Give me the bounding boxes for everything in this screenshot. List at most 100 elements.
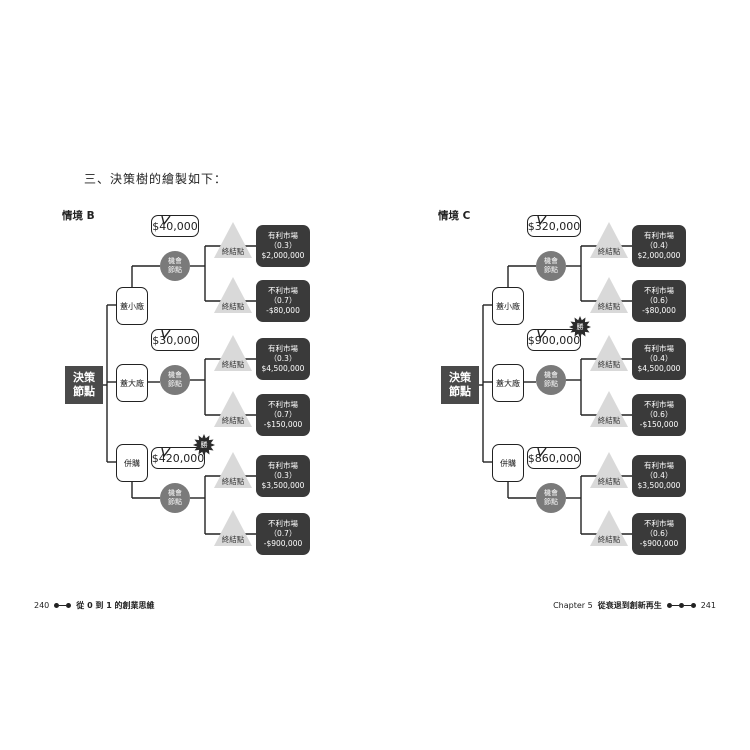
chance-node-label: 機會節點 bbox=[544, 370, 558, 388]
decision-node-label: 決策節點 bbox=[73, 371, 95, 398]
win-burst-icon: 勝 bbox=[193, 434, 215, 456]
triangle-icon bbox=[590, 391, 628, 427]
triangle-icon bbox=[214, 452, 252, 488]
chance-node: 機會節點 bbox=[536, 483, 566, 513]
market-label: 有利市場 bbox=[644, 230, 674, 240]
page-number-right: 241 bbox=[700, 601, 716, 610]
payoff: -$80,000 bbox=[266, 306, 300, 316]
chapter-label: Chapter 5 bbox=[553, 601, 593, 610]
terminal-node: 終結點 bbox=[213, 451, 253, 489]
dots-icon bbox=[54, 603, 72, 608]
terminal-label: 終結點 bbox=[221, 416, 245, 425]
expected-value: $320,000 bbox=[527, 219, 581, 233]
expected-value-bubble: $40,000 bbox=[151, 215, 199, 237]
triangle-icon bbox=[590, 452, 628, 488]
terminal-node: 終結點 bbox=[589, 221, 629, 259]
market-label: 不利市場 bbox=[268, 285, 298, 295]
market-label: 有利市場 bbox=[268, 343, 298, 353]
market-label: 不利市場 bbox=[268, 399, 298, 409]
market-label: 有利市場 bbox=[644, 343, 674, 353]
expected-value-bubble: $860,000 bbox=[527, 447, 581, 469]
terminal-label: 終結點 bbox=[221, 360, 245, 369]
triangle-icon bbox=[214, 335, 252, 371]
payoff: $3,500,000 bbox=[637, 481, 681, 491]
option-label: 併購 bbox=[500, 458, 516, 468]
terminal-node: 終結點 bbox=[213, 509, 253, 547]
expected-value-bubble: $900,000 bbox=[527, 329, 581, 351]
terminal-node: 終結點 bbox=[589, 390, 629, 428]
market-label: 有利市場 bbox=[268, 460, 298, 470]
terminal-node: 終結點 bbox=[213, 221, 253, 259]
probability: （0.7） bbox=[269, 295, 297, 305]
terminal-label: 終結點 bbox=[597, 247, 621, 256]
option-label: 併購 bbox=[124, 458, 140, 468]
chance-node-label: 機會節點 bbox=[168, 488, 182, 506]
triangle-icon bbox=[214, 222, 252, 258]
payoff: $3,500,000 bbox=[261, 481, 305, 491]
win-label: 勝 bbox=[576, 323, 584, 331]
terminal-node: 終結點 bbox=[213, 390, 253, 428]
outcome-box: 不利市場（0.6）-$150,000 bbox=[632, 394, 686, 436]
probability: （0.6） bbox=[645, 528, 673, 538]
terminal-label: 終結點 bbox=[221, 247, 245, 256]
intro-text: 三、決策樹的繪製如下： bbox=[84, 172, 228, 186]
outcome-box: 有利市場（0.3）$2,000,000 bbox=[256, 225, 310, 267]
terminal-label: 終結點 bbox=[597, 302, 621, 311]
outcome-box: 有利市場（0.4）$4,500,000 bbox=[632, 338, 686, 380]
option-label: 蓋小廠 bbox=[120, 301, 144, 311]
payoff: -$900,000 bbox=[263, 539, 303, 549]
tree-connectors bbox=[103, 245, 256, 535]
payoff: -$80,000 bbox=[642, 306, 676, 316]
expected-value: $30,000 bbox=[152, 333, 198, 347]
burst-shape bbox=[569, 316, 591, 338]
terminal-node: 終結點 bbox=[589, 334, 629, 372]
probability: （0.3） bbox=[269, 353, 297, 363]
bubble-tail bbox=[537, 215, 547, 226]
decision-node-root: 決策節點 bbox=[65, 366, 103, 404]
scenario-label-b: 情境 B bbox=[62, 210, 95, 222]
payoff: $2,000,000 bbox=[261, 251, 305, 261]
payoff: $4,500,000 bbox=[261, 364, 305, 374]
win-label: 勝 bbox=[200, 441, 208, 449]
option-node: 併購 bbox=[492, 444, 524, 482]
expected-value-bubble: $320,000 bbox=[527, 215, 581, 237]
chance-node-label: 機會節點 bbox=[544, 488, 558, 506]
market-label: 有利市場 bbox=[644, 460, 674, 470]
expected-value: $860,000 bbox=[527, 451, 581, 465]
triangle-icon bbox=[590, 335, 628, 371]
bubble-tail bbox=[537, 329, 547, 340]
terminal-label: 終結點 bbox=[221, 535, 245, 544]
bubble-tail bbox=[161, 447, 171, 458]
outcome-box: 不利市場（0.6）-$80,000 bbox=[632, 280, 686, 322]
payoff: $4,500,000 bbox=[637, 364, 681, 374]
outcome-box: 不利市場（0.7）-$80,000 bbox=[256, 280, 310, 322]
payoff: $2,000,000 bbox=[637, 251, 681, 261]
triangle-icon bbox=[590, 277, 628, 313]
probability: （0.4） bbox=[645, 240, 673, 250]
market-label: 不利市場 bbox=[268, 518, 298, 528]
bubble-tail bbox=[161, 329, 171, 340]
expected-value: $40,000 bbox=[152, 219, 198, 233]
probability: （0.3） bbox=[269, 470, 297, 480]
option-label: 蓋大廠 bbox=[496, 378, 520, 388]
probability: （0.3） bbox=[269, 240, 297, 250]
win-burst-icon: 勝 bbox=[569, 316, 591, 338]
outcome-box: 有利市場（0.3）$4,500,000 bbox=[256, 338, 310, 380]
book-title: 從 0 到 1 的創業思維 bbox=[76, 601, 155, 610]
option-node: 併購 bbox=[116, 444, 148, 482]
market-label: 不利市場 bbox=[644, 285, 674, 295]
terminal-node: 終結點 bbox=[589, 451, 629, 489]
chance-node: 機會節點 bbox=[536, 365, 566, 395]
chance-node-label: 機會節點 bbox=[168, 256, 182, 274]
triangle-icon bbox=[590, 510, 628, 546]
probability: （0.4） bbox=[645, 353, 673, 363]
decision-node-label: 決策節點 bbox=[449, 371, 471, 398]
footer-left: 240 從 0 到 1 的創業思維 bbox=[34, 600, 155, 611]
decision-node-root: 決策節點 bbox=[441, 366, 479, 404]
outcome-box: 不利市場（0.6）-$900,000 bbox=[632, 513, 686, 555]
bubble-tail bbox=[537, 447, 547, 458]
outcome-box: 不利市場（0.7）-$900,000 bbox=[256, 513, 310, 555]
probability: （0.7） bbox=[269, 409, 297, 419]
option-label: 蓋小廠 bbox=[496, 301, 520, 311]
